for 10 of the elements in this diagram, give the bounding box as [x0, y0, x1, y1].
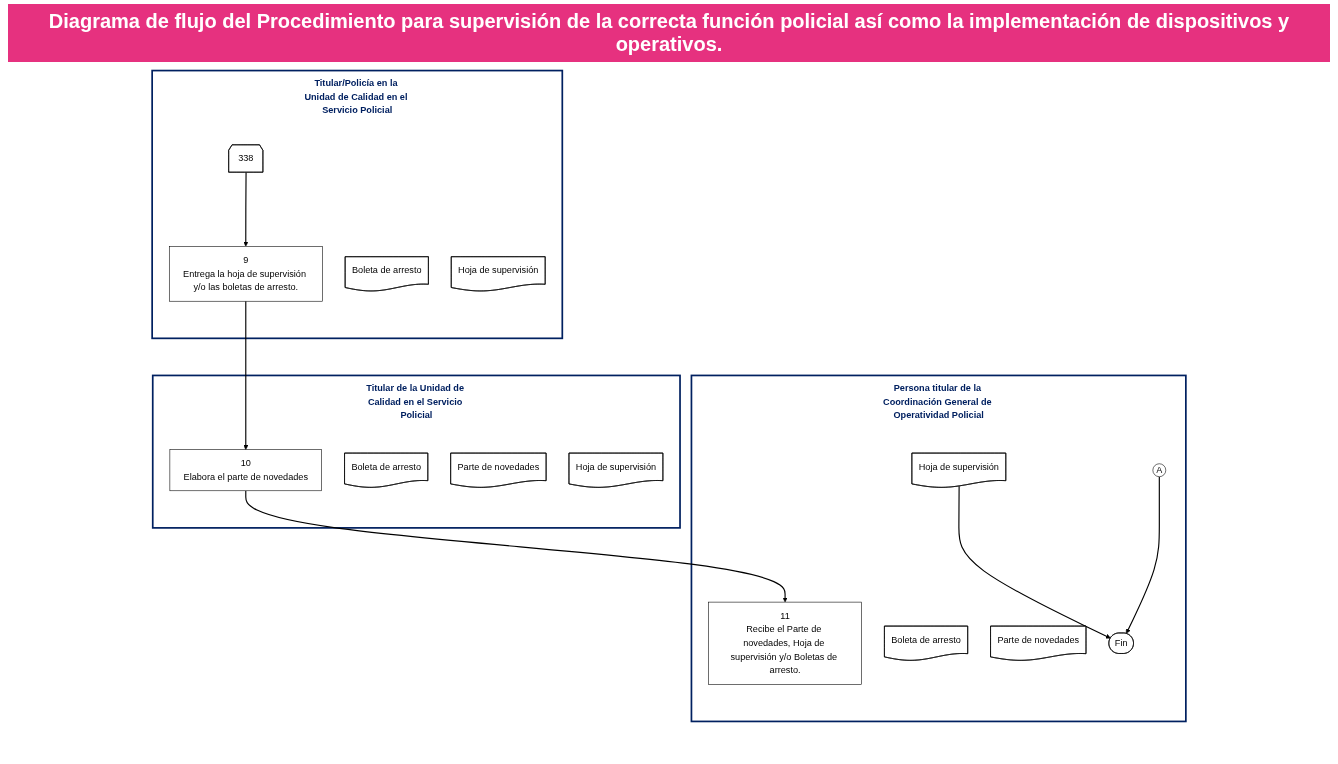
arrow — [1126, 476, 1160, 634]
arrow — [245, 490, 788, 603]
arrow — [243, 171, 249, 247]
diagram-title: Diagrama de flujo del Procedimiento para supervisión de la correcta función policial así como la implementación de dispositivos y operativos. — [8, 4, 1330, 62]
node-box: 11 Recibe el Parte de novedades, Hoja de supervisión y/o Boletas de arresto. — [708, 601, 862, 685]
arrow — [958, 485, 1111, 639]
arrow — [243, 300, 249, 450]
node-box: 9 Entrega la hoja de supervisión y/o las boletas de arresto. — [169, 246, 323, 302]
node-circle: A — [1152, 463, 1167, 477]
node-box: 10 Elabora el parte de novedades — [169, 449, 322, 492]
